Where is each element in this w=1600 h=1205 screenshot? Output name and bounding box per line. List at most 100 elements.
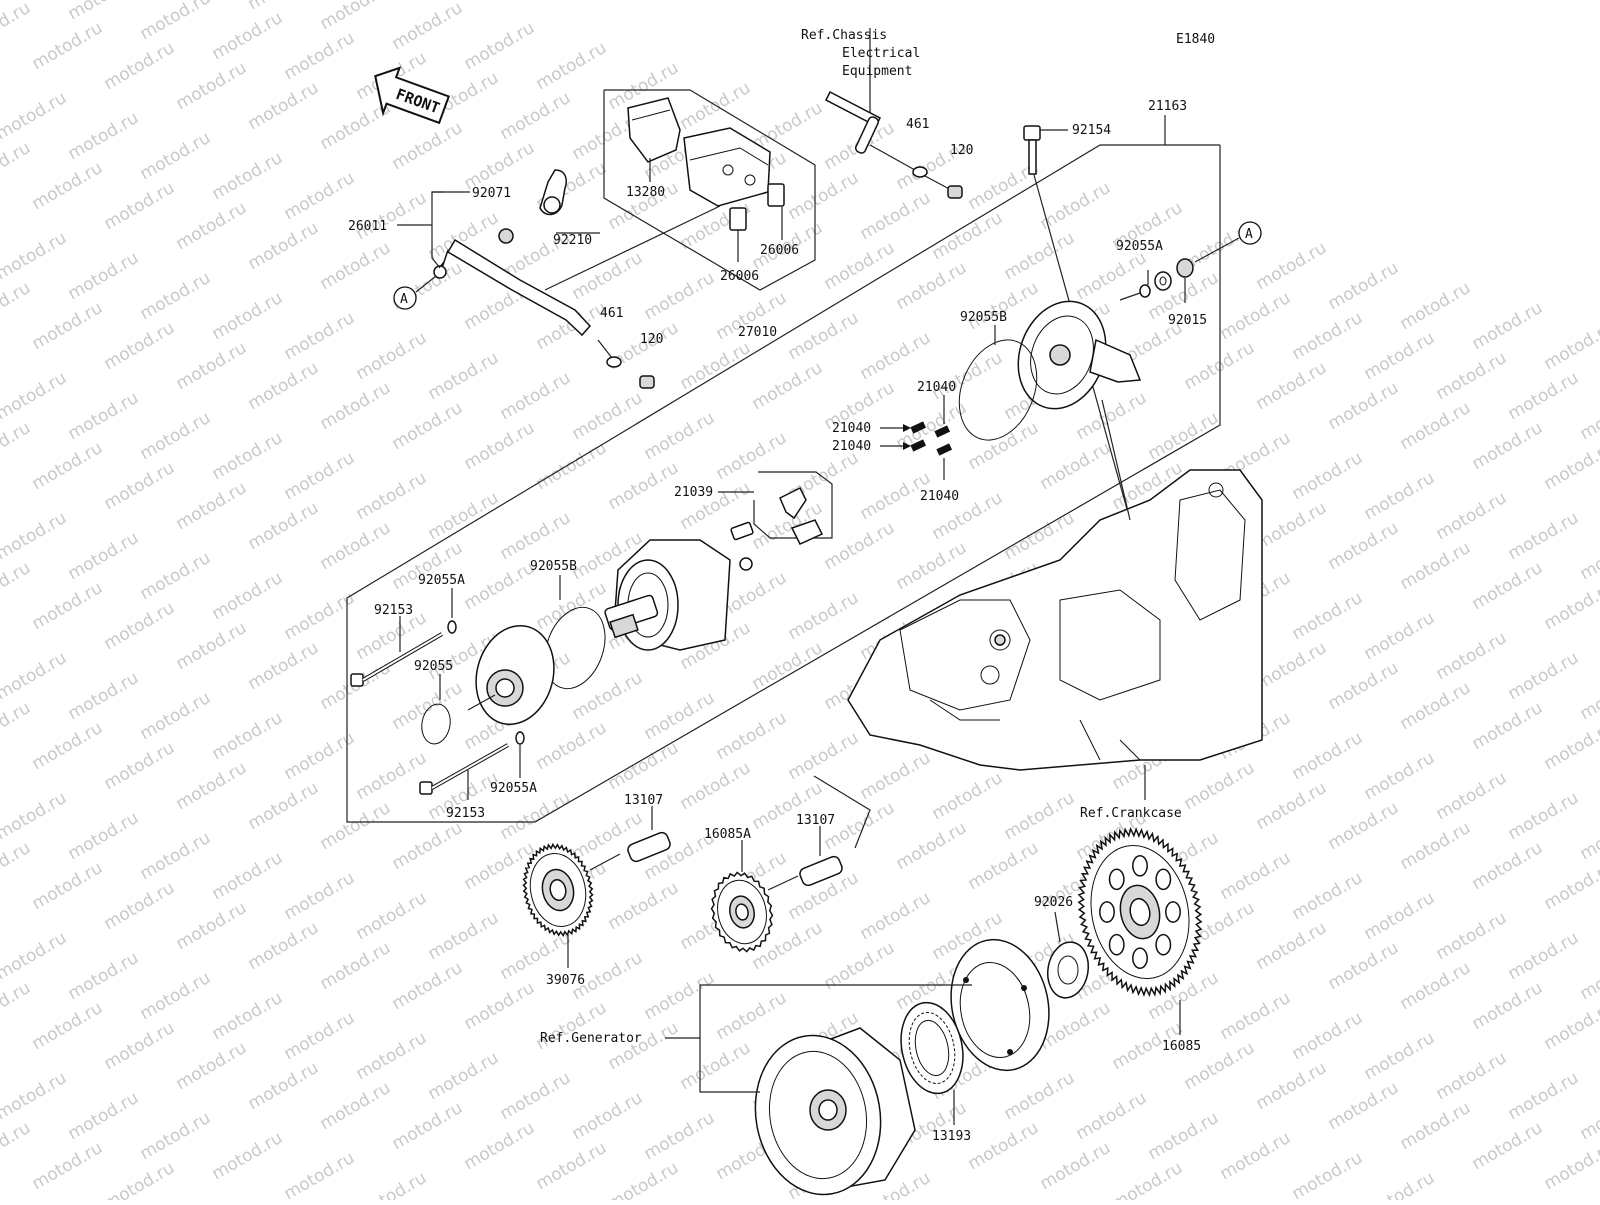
- watermark-text: motod.ru: [65, 248, 143, 304]
- watermark-text: motod.ru: [1433, 348, 1511, 404]
- watermark-text: motod.ru: [65, 1088, 143, 1144]
- gear-hole: [1100, 902, 1114, 922]
- watermark-text: motod.ru: [1577, 808, 1600, 864]
- watermark-text: motod.ru: [245, 638, 323, 694]
- label-39076: 39076: [546, 973, 585, 988]
- gear-hole: [1156, 869, 1170, 889]
- washer-92055a-top: [1140, 285, 1150, 297]
- watermark-text: motod.ru: [0, 558, 34, 614]
- watermark-text: motod.ru: [1541, 578, 1600, 634]
- watermark-text: motod.ru: [173, 758, 251, 814]
- watermark-text: motod.ru: [209, 8, 287, 64]
- watermark-text: motod.ru: [1325, 798, 1403, 854]
- label-92055b-mid: 92055B: [530, 559, 577, 574]
- watermark-text: motod.ru: [29, 18, 107, 74]
- label-92153-b: 92153: [446, 806, 485, 821]
- watermark-text: motod.ru: [1541, 718, 1600, 774]
- watermark-text: motod.ru: [1469, 1118, 1547, 1174]
- watermark-text: motod.ru: [1253, 778, 1331, 834]
- watermark-text: motod.ru: [1289, 588, 1367, 644]
- label-26011: 26011: [348, 219, 387, 234]
- watermark-text: motod.ru: [605, 1018, 683, 1074]
- watermark-text: motod.ru: [461, 1118, 539, 1174]
- watermark-text: motod.ru: [281, 1148, 359, 1200]
- watermark-text: motod.ru: [0, 1118, 34, 1174]
- watermark-text: motod.ru: [641, 688, 719, 744]
- watermark-text: motod.ru: [209, 568, 287, 624]
- watermark-text: motod.ru: [857, 188, 935, 244]
- watermark-text: motod.ru: [1253, 358, 1331, 414]
- watermark-text: motod.ru: [173, 198, 251, 254]
- watermark-text: motod.ru: [929, 768, 1007, 824]
- label-92026: 92026: [1034, 895, 1073, 910]
- watermark-text: motod.ru: [1109, 1158, 1187, 1200]
- watermark-text: motod.ru: [65, 388, 143, 444]
- watermark-text: motod.ru: [425, 488, 503, 544]
- label-13193: 13193: [932, 1129, 971, 1144]
- watermark-text: motod.ru: [1397, 678, 1475, 734]
- watermark-text: motod.ru: [101, 878, 179, 934]
- watermark-text: motod.ru: [533, 38, 611, 94]
- label-461-b: 461: [600, 306, 623, 321]
- watermark-text: motod.ru: [389, 0, 467, 54]
- watermark-text: motod.ru: [1289, 448, 1367, 504]
- watermark-text: motod.ru: [821, 238, 899, 294]
- label-120-b: 120: [640, 332, 663, 347]
- watermark-text: motod.ru: [137, 548, 215, 604]
- gear-hole: [1156, 935, 1170, 955]
- diagram-code: E1840: [1176, 32, 1215, 47]
- watermark-text: motod.ru: [137, 968, 215, 1024]
- watermark-text: motod.ru: [101, 178, 179, 234]
- watermark-text: motod.ru: [893, 818, 971, 874]
- label-92055b-top: 92055B: [960, 310, 1007, 325]
- gear-hole: [1110, 935, 1124, 955]
- watermark-text: motod.ru: [497, 508, 575, 564]
- watermark-text: motod.ru: [533, 1138, 611, 1194]
- watermark-text: motod.ru: [0, 138, 34, 194]
- watermark-text: motod.ru: [389, 818, 467, 874]
- watermark-text: motod.ru: [677, 758, 755, 814]
- watermark-text: motod.ru: [965, 418, 1043, 474]
- watermark-text: motod.ru: [0, 0, 70, 4]
- watermark-text: motod.ru: [29, 858, 107, 914]
- watermark-text: motod.ru: [1577, 528, 1600, 584]
- watermark-text: motod.ru: [569, 388, 647, 444]
- label-16085a: 16085A: [704, 827, 751, 842]
- watermark-text: motod.ru: [1289, 868, 1367, 924]
- watermark-text: motod.ru: [461, 978, 539, 1034]
- watermark-text: motod.ru: [317, 1078, 395, 1134]
- watermark-text: motod.ru: [317, 378, 395, 434]
- watermark-text: motod.ru: [353, 888, 431, 944]
- label-92154: 92154: [1072, 123, 1111, 138]
- label-92055a-top: 92055A: [1116, 239, 1163, 254]
- watermark-text: motod.ru: [65, 808, 143, 864]
- watermark-text: motod.ru: [1577, 1088, 1600, 1144]
- watermark-text: motod.ru: [1361, 468, 1439, 524]
- generator-rotor: [743, 1025, 915, 1200]
- watermark-text: motod.ru: [893, 258, 971, 314]
- watermark-text: motod.ru: [1361, 328, 1439, 384]
- watermark-text: motod.ru: [173, 1038, 251, 1094]
- watermark-text: motod.ru: [0, 228, 70, 284]
- watermark-text: motod.ru: [677, 338, 755, 394]
- watermark-text: motod.ru: [29, 158, 107, 214]
- watermark-text: motod.ru: [137, 0, 215, 44]
- watermark-text: motod.ru: [281, 1008, 359, 1064]
- watermark-text: motod.ru: [173, 58, 251, 114]
- watermark-text: motod.ru: [1325, 1078, 1403, 1134]
- watermark-text: motod.ru: [209, 148, 287, 204]
- label-21040-b: 21040: [832, 421, 871, 436]
- watermark-text: motod.ru: [1541, 858, 1600, 914]
- watermark-text: motod.ru: [281, 448, 359, 504]
- callout-a-left-label: A: [400, 292, 408, 307]
- watermark-text: motod.ru: [1253, 918, 1331, 974]
- watermark-text: motod.ru: [281, 168, 359, 224]
- watermark-text: motod.ru: [641, 1108, 719, 1164]
- watermark-text: motod.ru: [137, 828, 215, 884]
- label-92055a-mid: 92055A: [418, 573, 465, 588]
- watermark-text: motod.ru: [569, 668, 647, 724]
- watermark-text: motod.ru: [1541, 318, 1600, 374]
- watermark-text: motod.ru: [1433, 488, 1511, 544]
